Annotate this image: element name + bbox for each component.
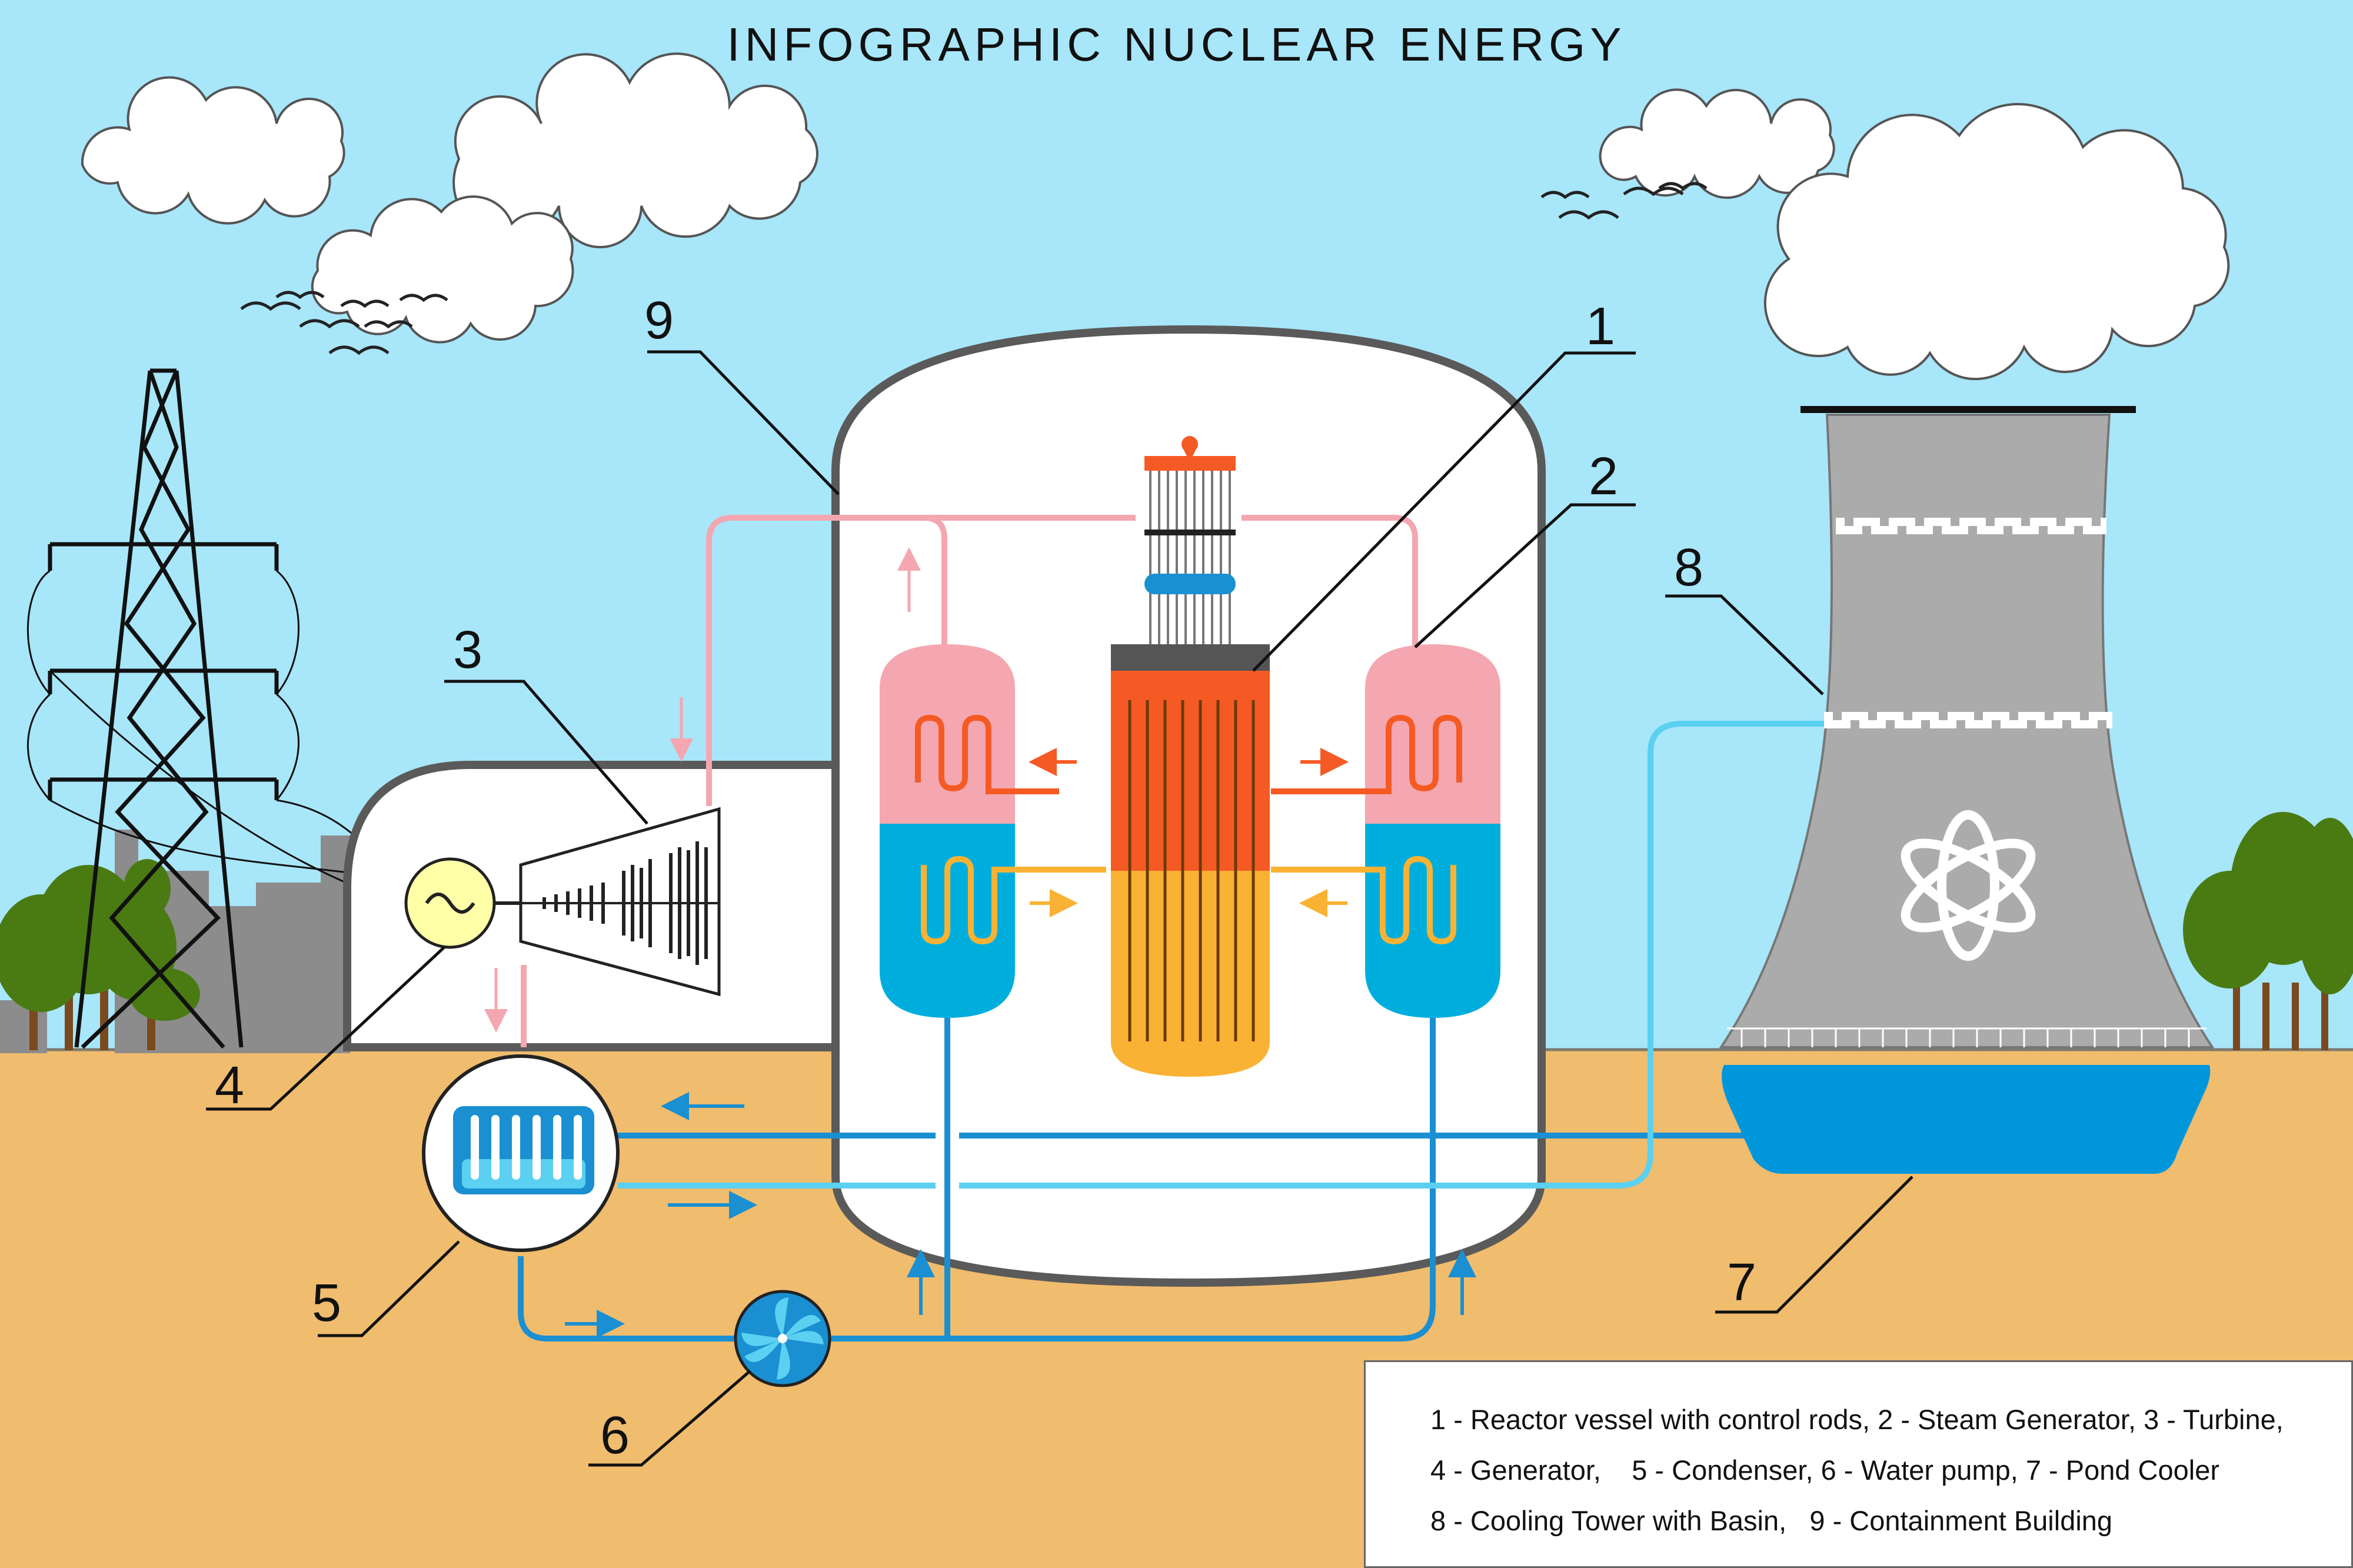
pond-cooler xyxy=(1722,1065,2211,1174)
radiation-logo-icon xyxy=(1901,810,2036,961)
steam-pipe xyxy=(706,515,947,806)
callout-number-8: 8 xyxy=(1674,538,1703,597)
steam-generator-left xyxy=(880,644,1106,1018)
condenser-icon xyxy=(422,1054,620,1252)
callout-number-7: 7 xyxy=(1727,1253,1756,1312)
pump-icon xyxy=(734,1290,831,1387)
cooling-water-pipes xyxy=(518,721,1848,1341)
cooling-tower xyxy=(1719,406,2215,1048)
cloud-icon xyxy=(1599,88,1835,199)
callout-number-9: 9 xyxy=(644,291,674,350)
callout-number-1: 1 xyxy=(1586,297,1615,356)
callout-number-3: 3 xyxy=(453,621,482,680)
legend-box: 1 - Reactor vessel with control rods, 2 … xyxy=(1364,1360,2353,1568)
turbine-icon xyxy=(519,807,721,997)
cloud-icon xyxy=(81,76,345,225)
generator-icon xyxy=(404,857,521,949)
control-rods xyxy=(1144,436,1236,644)
callout-lines xyxy=(206,350,1913,1467)
legend-line: 1 - Reactor vessel with control rods, 2 … xyxy=(1430,1404,2284,1435)
callout-number-2: 2 xyxy=(1589,447,1618,506)
callout-number-4: 4 xyxy=(215,1056,244,1115)
steam-generator-right xyxy=(1271,644,1500,1018)
cloud-icon xyxy=(1763,102,2230,381)
steam-pipe xyxy=(924,515,1418,653)
callout-number-6: 6 xyxy=(600,1406,630,1465)
legend-line: 4 - Generator, 5 - Condenser, 6 - Water … xyxy=(1430,1454,2220,1486)
bird-icon xyxy=(240,182,1708,355)
pylon-icon xyxy=(26,368,418,1049)
callout-number-5: 5 xyxy=(312,1274,341,1333)
cloud-icon xyxy=(311,195,574,344)
legend-line: 8 - Cooling Tower with Basin, 9 - Contai… xyxy=(1430,1505,2113,1536)
page-title: INFOGRAPHIC NUCLEAR ENERGY xyxy=(727,18,1626,71)
reactor-vessel xyxy=(1111,644,1270,1077)
tree-icon xyxy=(2183,812,2353,1050)
